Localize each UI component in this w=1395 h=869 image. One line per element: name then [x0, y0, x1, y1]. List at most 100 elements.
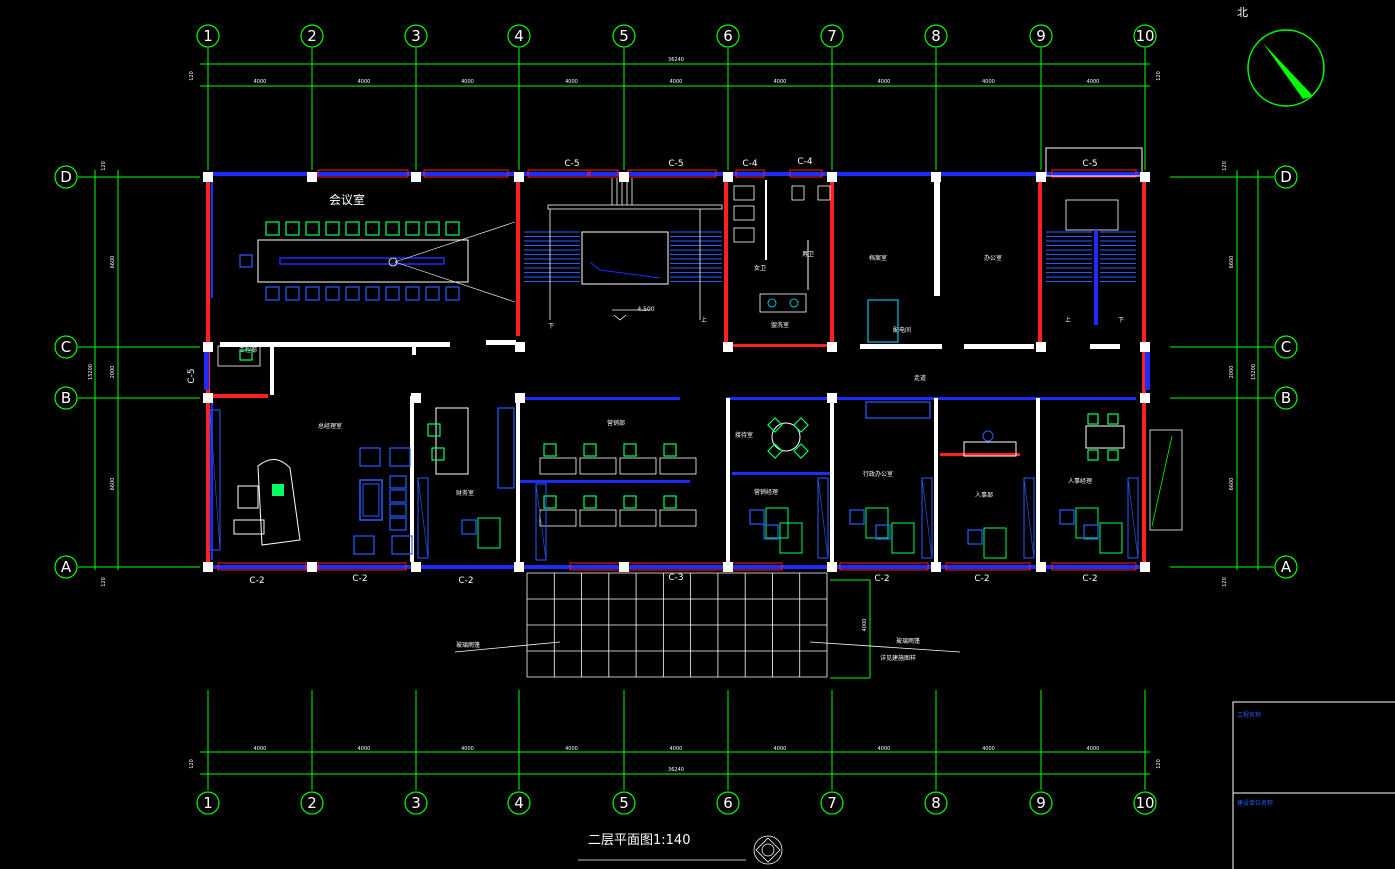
- grid-bubble-label: 8: [931, 27, 941, 45]
- office-chair: [663, 443, 677, 457]
- grid-bubble-label: 6: [723, 794, 733, 812]
- sofa: [389, 447, 411, 467]
- left-ba-dim: 6600: [110, 478, 116, 491]
- window-tags: C-5 C-5 C-4 C-4 C-5 C-2 C-2 C-2 C-3 C-2 …: [187, 157, 1098, 586]
- right-dc-dim: 6600: [1229, 256, 1235, 269]
- window-tag-bottom: C-2: [458, 576, 473, 586]
- meeting-chair: [365, 286, 380, 301]
- column: [619, 562, 629, 572]
- office-chair: [623, 443, 637, 457]
- bay-dimension: 4000: [670, 79, 683, 85]
- meeting-chair: [385, 221, 400, 236]
- grid-bubble: [1029, 791, 1053, 815]
- office-desk: [1099, 522, 1123, 554]
- office-desk: [579, 509, 617, 527]
- grid-bubble-label: 9: [1036, 794, 1046, 812]
- column: [411, 172, 421, 182]
- grid-bubble: [300, 24, 324, 48]
- right-cb-dim: 2000: [1229, 366, 1235, 379]
- column: [307, 172, 317, 182]
- right-leader-sub: 详见建施图样: [880, 654, 916, 662]
- left-overall-dim: 15200: [88, 364, 94, 380]
- room-manager: 总经理室: [318, 422, 342, 430]
- grid-bubble: [507, 791, 531, 815]
- grid-bubble: [404, 24, 428, 48]
- toilet-fixtures: 女卫 男卫 盥洗室: [733, 180, 831, 329]
- grid-bubble-label: 4: [514, 27, 524, 45]
- grid-bubble: [1274, 555, 1298, 579]
- meeting-chair: [305, 286, 320, 301]
- bay-dimension: 4000: [358, 79, 371, 85]
- room-finance: 财务室: [456, 489, 474, 497]
- hr-chair: [982, 430, 994, 442]
- exterior-walls: [204, 169, 1150, 571]
- stair1-up-mark: 上: [701, 316, 707, 324]
- bay-dimension: 4000: [878, 746, 891, 752]
- engineering-chair: [239, 349, 253, 361]
- bay-dimension: 4000: [1087, 79, 1100, 85]
- office-desk: [659, 457, 697, 475]
- column: [1140, 562, 1150, 572]
- window-tag-bottom: C-2: [249, 576, 264, 586]
- sofa-long: [865, 401, 931, 419]
- office-desk: [477, 517, 501, 549]
- room-corridor: 走道: [914, 374, 926, 382]
- office-chair: [749, 509, 765, 525]
- meeting-chair: [325, 221, 340, 236]
- meeting-chair: [345, 221, 360, 236]
- storage-cabinet-cross: [1127, 477, 1139, 559]
- sofa-seat: [389, 517, 407, 531]
- meeting-chair: [265, 286, 280, 301]
- top-left-edge-dim: 120: [189, 71, 195, 81]
- left-dc-dim: 6600: [110, 256, 116, 269]
- meeting-table: [239, 221, 516, 303]
- meeting-chair: [325, 286, 340, 301]
- grid-bubble-label: 5: [619, 794, 629, 812]
- grid-bubble-label: A: [1281, 558, 1292, 576]
- meeting-chair: [239, 254, 253, 268]
- room-labels: 会议室 总经理室 财务室 营销部 接待室 营销经理 行政办公室 档案室 办公室 …: [239, 192, 1092, 499]
- room-office-a: 办公室: [984, 254, 1002, 262]
- office-desk: [779, 522, 803, 554]
- window-tag-top: C-5: [668, 159, 683, 169]
- office-desk: [539, 457, 577, 475]
- left-dimension-chain: 120 6600 2000 6600 15200 120: [88, 161, 119, 587]
- grid-bubble: [54, 386, 78, 410]
- bay-dimension: 4000: [565, 746, 578, 752]
- grid-bubble: [54, 165, 78, 189]
- window-tag-bottom: C-3: [668, 573, 683, 583]
- grid-bubble-label: 10: [1135, 794, 1154, 812]
- left-top-edge-dim: 120: [101, 161, 107, 171]
- grid-bubble-label: 4: [514, 794, 524, 812]
- grid-bubble-label: C: [1281, 338, 1291, 356]
- grid-bubble-label: 3: [411, 794, 421, 812]
- office-chair: [663, 495, 677, 509]
- facade-leader: [1151, 435, 1173, 527]
- room-toilet-m: 男卫: [802, 251, 814, 258]
- grid-bubble: [54, 335, 78, 359]
- right-dimension-chain: 120 6600 2000 6600 15200 120: [1222, 161, 1259, 587]
- plan-title-text: 二层平面图1:140: [588, 833, 690, 848]
- meeting-chair: [305, 221, 320, 236]
- grid-bubble: [54, 555, 78, 579]
- meeting-chair-small: [1107, 413, 1119, 425]
- reception-chair: [793, 417, 809, 433]
- meeting-chair: [425, 286, 440, 301]
- window-tag-top: C-5: [564, 159, 579, 169]
- bay-dimension: 4000: [358, 746, 371, 752]
- engineering-desk: [217, 345, 261, 367]
- right-overall-dim: 15200: [1251, 364, 1257, 380]
- left-leader-label: 玻璃雨篷: [456, 641, 480, 649]
- column: [827, 393, 837, 403]
- window-tag-bottom: C-2: [974, 574, 989, 584]
- grid-bubble-label: 3: [411, 27, 421, 45]
- column: [1036, 342, 1046, 352]
- manager-office-furniture: [233, 459, 383, 546]
- sofa: [359, 447, 381, 467]
- office-chair: [1059, 509, 1075, 525]
- bay-dimension: 4000: [565, 79, 578, 85]
- column: [411, 562, 421, 572]
- bay-dimension: 4000: [461, 79, 474, 85]
- grid-bubble: [196, 24, 220, 48]
- column: [931, 562, 941, 572]
